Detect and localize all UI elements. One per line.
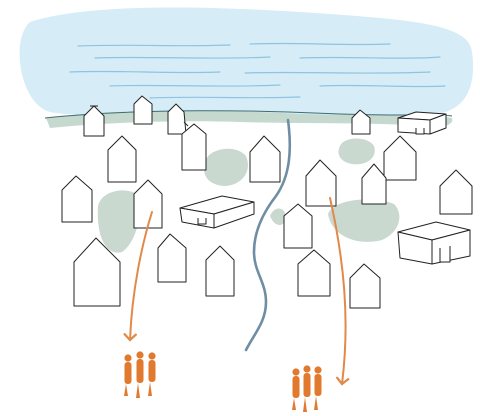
house-icon xyxy=(182,124,206,170)
house-icon xyxy=(284,204,312,248)
people-groups xyxy=(124,351,322,412)
house-icon xyxy=(440,170,472,214)
house-icon xyxy=(350,264,380,308)
water-body xyxy=(20,7,473,116)
house-icon xyxy=(158,234,186,282)
warehouse-icon xyxy=(398,112,446,134)
house-icon xyxy=(384,136,416,180)
house-icon xyxy=(298,250,330,296)
tree-cluster-icon xyxy=(328,199,399,241)
warehouse-icon xyxy=(180,196,254,228)
tree-cluster-icon xyxy=(204,149,248,186)
people-group-icon xyxy=(292,365,322,412)
house-icon xyxy=(206,246,234,296)
house-icon xyxy=(250,136,280,182)
tree-cluster-icon xyxy=(339,139,375,165)
house-icon xyxy=(108,136,136,182)
house-icon xyxy=(362,164,386,204)
warehouse-icon xyxy=(398,222,470,264)
house-icon xyxy=(62,176,92,222)
house-icon xyxy=(306,160,336,206)
people-group-icon xyxy=(124,351,156,398)
house-icon xyxy=(134,180,162,228)
